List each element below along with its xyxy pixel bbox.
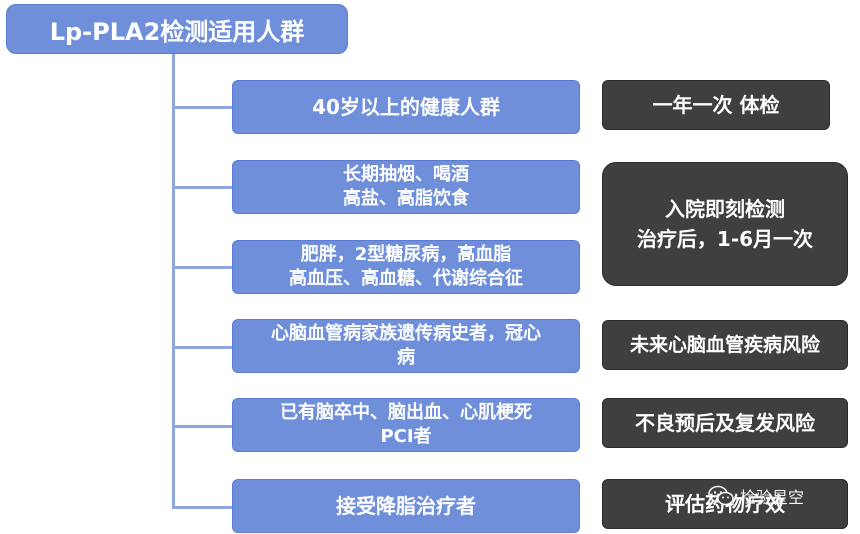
category-box-3: 肥胖，2型糖尿病，高血脂 高血压、高血糖、代谢综合征 [232, 240, 580, 294]
connector-branch-1 [172, 106, 232, 109]
connector-branch-5 [172, 425, 232, 428]
category-box-5: 已有脑卒中、脑出血、心肌梗死 PCI者 [232, 398, 580, 452]
action-box-2: 入院即刻检测 治疗后，1-6月一次 [602, 162, 848, 286]
connector-branch-3 [172, 266, 232, 269]
connector-branch-6 [172, 506, 232, 509]
wechat-icon [708, 485, 734, 507]
action-box-4: 不良预后及复发风险 [602, 398, 848, 448]
category-box-6: 接受降脂治疗者 [232, 479, 580, 533]
category-box-2: 长期抽烟、喝酒 高盐、高脂饮食 [232, 160, 580, 214]
category-box-1: 40岁以上的健康人群 [232, 80, 580, 134]
watermark: 检验星空 [708, 484, 804, 508]
connector-trunk [172, 54, 175, 508]
action-box-3: 未来心脑血管疾病风险 [602, 320, 848, 370]
watermark-text: 检验星空 [740, 488, 805, 507]
connector-branch-4 [172, 346, 232, 349]
action-box-1: 一年一次 体检 [602, 80, 830, 130]
root-node: Lp-PLA2检测适用人群 [6, 4, 348, 54]
connector-branch-2 [172, 186, 232, 189]
category-box-4: 心脑血管病家族遗传病史者，冠心 病 [232, 319, 580, 373]
